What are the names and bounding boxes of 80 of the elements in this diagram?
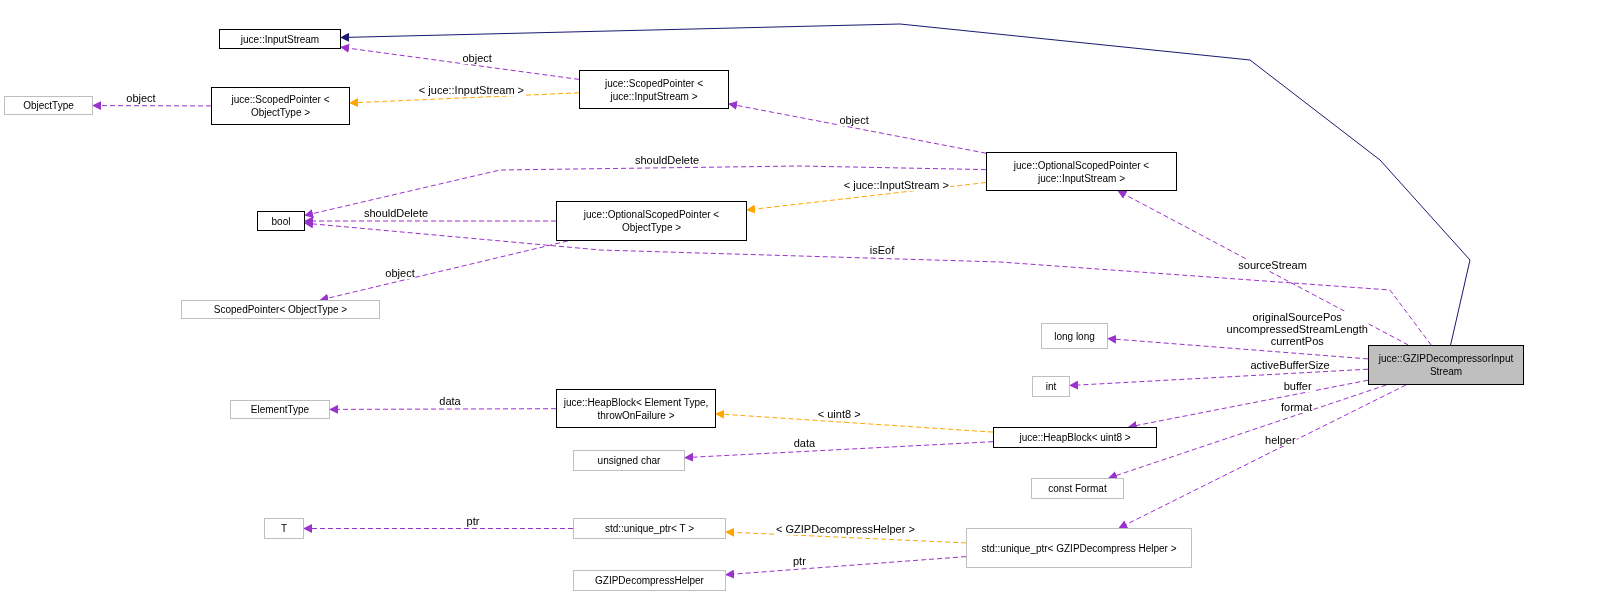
class-box [556,201,747,241]
edge-label: < uint8 > [816,407,862,420]
arrow [304,219,1432,346]
class-name: T [280,522,288,535]
arrow [340,43,580,80]
edge-label: sourceStream [1237,258,1308,271]
class-box [986,152,1177,191]
class-box [1368,345,1524,385]
class-name: juce::GZIPDecompressorInput Stream [1377,352,1515,378]
class-name: ElementType [250,403,310,416]
class-name: const Format [1048,482,1107,495]
arrow [1107,384,1387,480]
class-name: juce::InputStream [240,32,320,46]
class-name: juce::OptionalScopedPointer < juce::InputStream > [1012,158,1151,185]
class-name: ObjectType [23,99,74,112]
class-name: juce::ScopedPointer < ObjectType > [230,93,331,119]
edge-label: data [792,437,817,450]
arrow [715,409,994,433]
arrow [303,524,574,533]
arrow [746,182,987,214]
arrow [725,556,967,579]
class-box [4,96,93,115]
edge-label: format [1280,401,1314,414]
edge-label: shouldDelete [633,153,701,166]
class-name: ScopedPointer< ObjectType > [213,303,348,316]
class-name: bool [271,214,291,228]
class-name: std::unique_ptr< T > [604,522,695,535]
class-box [181,300,380,319]
class-box [264,518,304,539]
edge-label: helper [1264,433,1297,446]
class-box [219,29,341,49]
arrow [340,23,1471,346]
edge-label: ptr [791,555,807,568]
class-box [211,87,350,125]
arrow [304,165,987,218]
class-box [579,70,729,109]
class-box [230,400,330,419]
edge-label: shouldDelete [362,207,430,219]
edge-label: isEof [868,244,896,257]
arrow [725,527,967,544]
class-box [257,211,305,231]
arrow [329,404,557,414]
class-name: GZIPDecompressHelper [595,574,704,587]
class-name: std::unique_ptr< GZIPDecompress Helper > [981,541,1177,555]
edge-label: activeBufferSize [1249,359,1331,372]
arrow [92,101,212,111]
edge-label: ptr [465,514,481,527]
class-name: juce::HeapBlock< uint8 > [1019,431,1131,444]
edge-label: < juce::InputStream > [417,83,525,96]
class-name: long long [1054,329,1095,343]
class-box [573,450,685,471]
arrow [349,92,580,108]
arrow [1107,334,1369,360]
arrow [728,101,987,154]
edge-label: buffer [1282,380,1313,392]
arrow [1117,190,1409,346]
class-box [1032,376,1070,397]
edge-label: object [125,91,157,104]
edge-label: object [461,51,493,64]
class-name: unsigned char [597,454,661,467]
class-name: juce::ScopedPointer < juce::InputStream > [603,76,705,103]
class-box [573,570,726,591]
class-box [1031,478,1124,499]
edge-label: < GZIPDecompressHelper > [775,523,916,536]
class-box [556,389,716,428]
class-name: juce::OptionalScopedPointer < ObjectType > [582,208,721,234]
class-box [993,427,1157,448]
edge-label: object [838,113,870,126]
class-box [1041,323,1108,349]
edge-label: data [438,395,462,407]
edge-label: < juce::InputStream > [842,178,950,191]
class-box [573,518,726,539]
edge-label: originalSourcePos uncompressedStreamLength currentPos [1225,311,1369,348]
class-name: juce::HeapBlock< Element Type, throwOnFailure > [562,395,710,422]
class-name: int [1045,380,1057,393]
arrow [1118,384,1407,529]
arrow [1069,368,1369,390]
edge-label: object [384,266,416,279]
arrow [684,441,994,462]
class-box [966,528,1192,568]
